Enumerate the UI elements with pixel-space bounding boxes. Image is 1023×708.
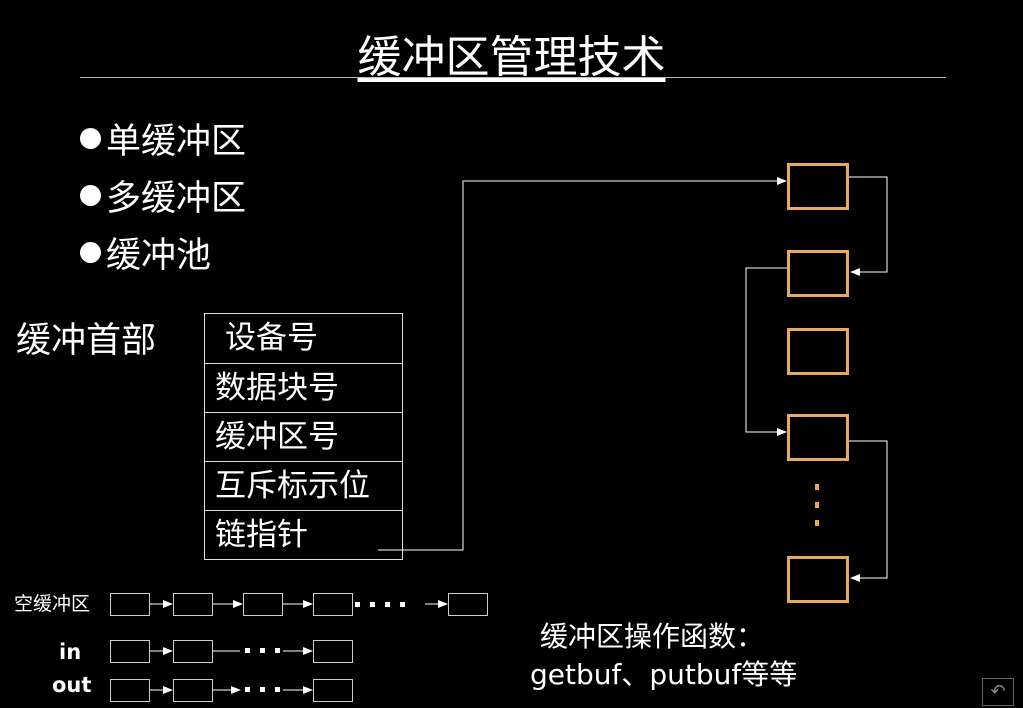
bullet-text: 单缓冲区 bbox=[106, 122, 247, 162]
in-queue-label: in bbox=[59, 640, 82, 664]
header-field-pointer: 链指针 bbox=[205, 510, 402, 559]
queue-node bbox=[110, 593, 150, 616]
bullet-item: 多缓冲区 bbox=[80, 177, 246, 221]
chain-link-line bbox=[849, 176, 888, 276]
queue-node bbox=[313, 679, 353, 702]
queue-node bbox=[448, 593, 488, 616]
vertical-ellipsis bbox=[815, 484, 819, 526]
queue-node bbox=[313, 593, 353, 616]
bullet-text: 缓冲池 bbox=[106, 236, 212, 276]
buffer-block bbox=[787, 328, 849, 375]
bullet-dot-icon bbox=[80, 185, 101, 206]
queue-node bbox=[173, 640, 213, 663]
empty-queue-label: 空缓冲区 bbox=[14, 593, 91, 615]
buffer-block bbox=[787, 414, 849, 461]
page-title: 缓冲区管理技术 bbox=[357, 32, 666, 83]
queue-node bbox=[173, 679, 213, 702]
queue-node bbox=[313, 640, 353, 663]
out-queue-label: out bbox=[52, 673, 92, 697]
buffer-block bbox=[787, 556, 849, 603]
buffer-header-table: 设备号 数据块号 缓冲区号 互斥标示位 链指针 bbox=[204, 313, 403, 560]
bullet-text: 多缓冲区 bbox=[106, 179, 247, 219]
queue-node bbox=[110, 679, 150, 702]
buffer-header-label: 缓冲首部 bbox=[16, 321, 157, 361]
header-field-block: 数据块号 bbox=[205, 363, 402, 412]
title-divider bbox=[80, 77, 946, 78]
bullet-item: 缓冲池 bbox=[80, 234, 211, 278]
queue-node bbox=[110, 640, 150, 663]
buffer-block bbox=[787, 163, 849, 210]
functions-label: 缓冲区操作函数： bbox=[540, 620, 765, 653]
header-field-buffer: 缓冲区号 bbox=[205, 412, 402, 461]
header-field-mutex: 互斥标示位 bbox=[205, 461, 402, 510]
bullet-dot-icon bbox=[80, 242, 101, 263]
chain-link-line bbox=[745, 267, 787, 436]
return-icon[interactable]: ↶ bbox=[982, 678, 1014, 706]
header-field-device: 设备号 bbox=[225, 320, 318, 356]
bullet-dot-icon bbox=[80, 128, 101, 149]
buffer-block bbox=[787, 250, 849, 297]
chain-link-line bbox=[849, 440, 888, 582]
pointer-link-line bbox=[378, 177, 787, 551]
functions-list: getbuf、putbuf等等 bbox=[530, 658, 798, 691]
queue-node bbox=[173, 593, 213, 616]
queue-node bbox=[243, 593, 283, 616]
bullet-item: 单缓冲区 bbox=[80, 120, 246, 164]
ellipsis-dots bbox=[245, 602, 405, 692]
